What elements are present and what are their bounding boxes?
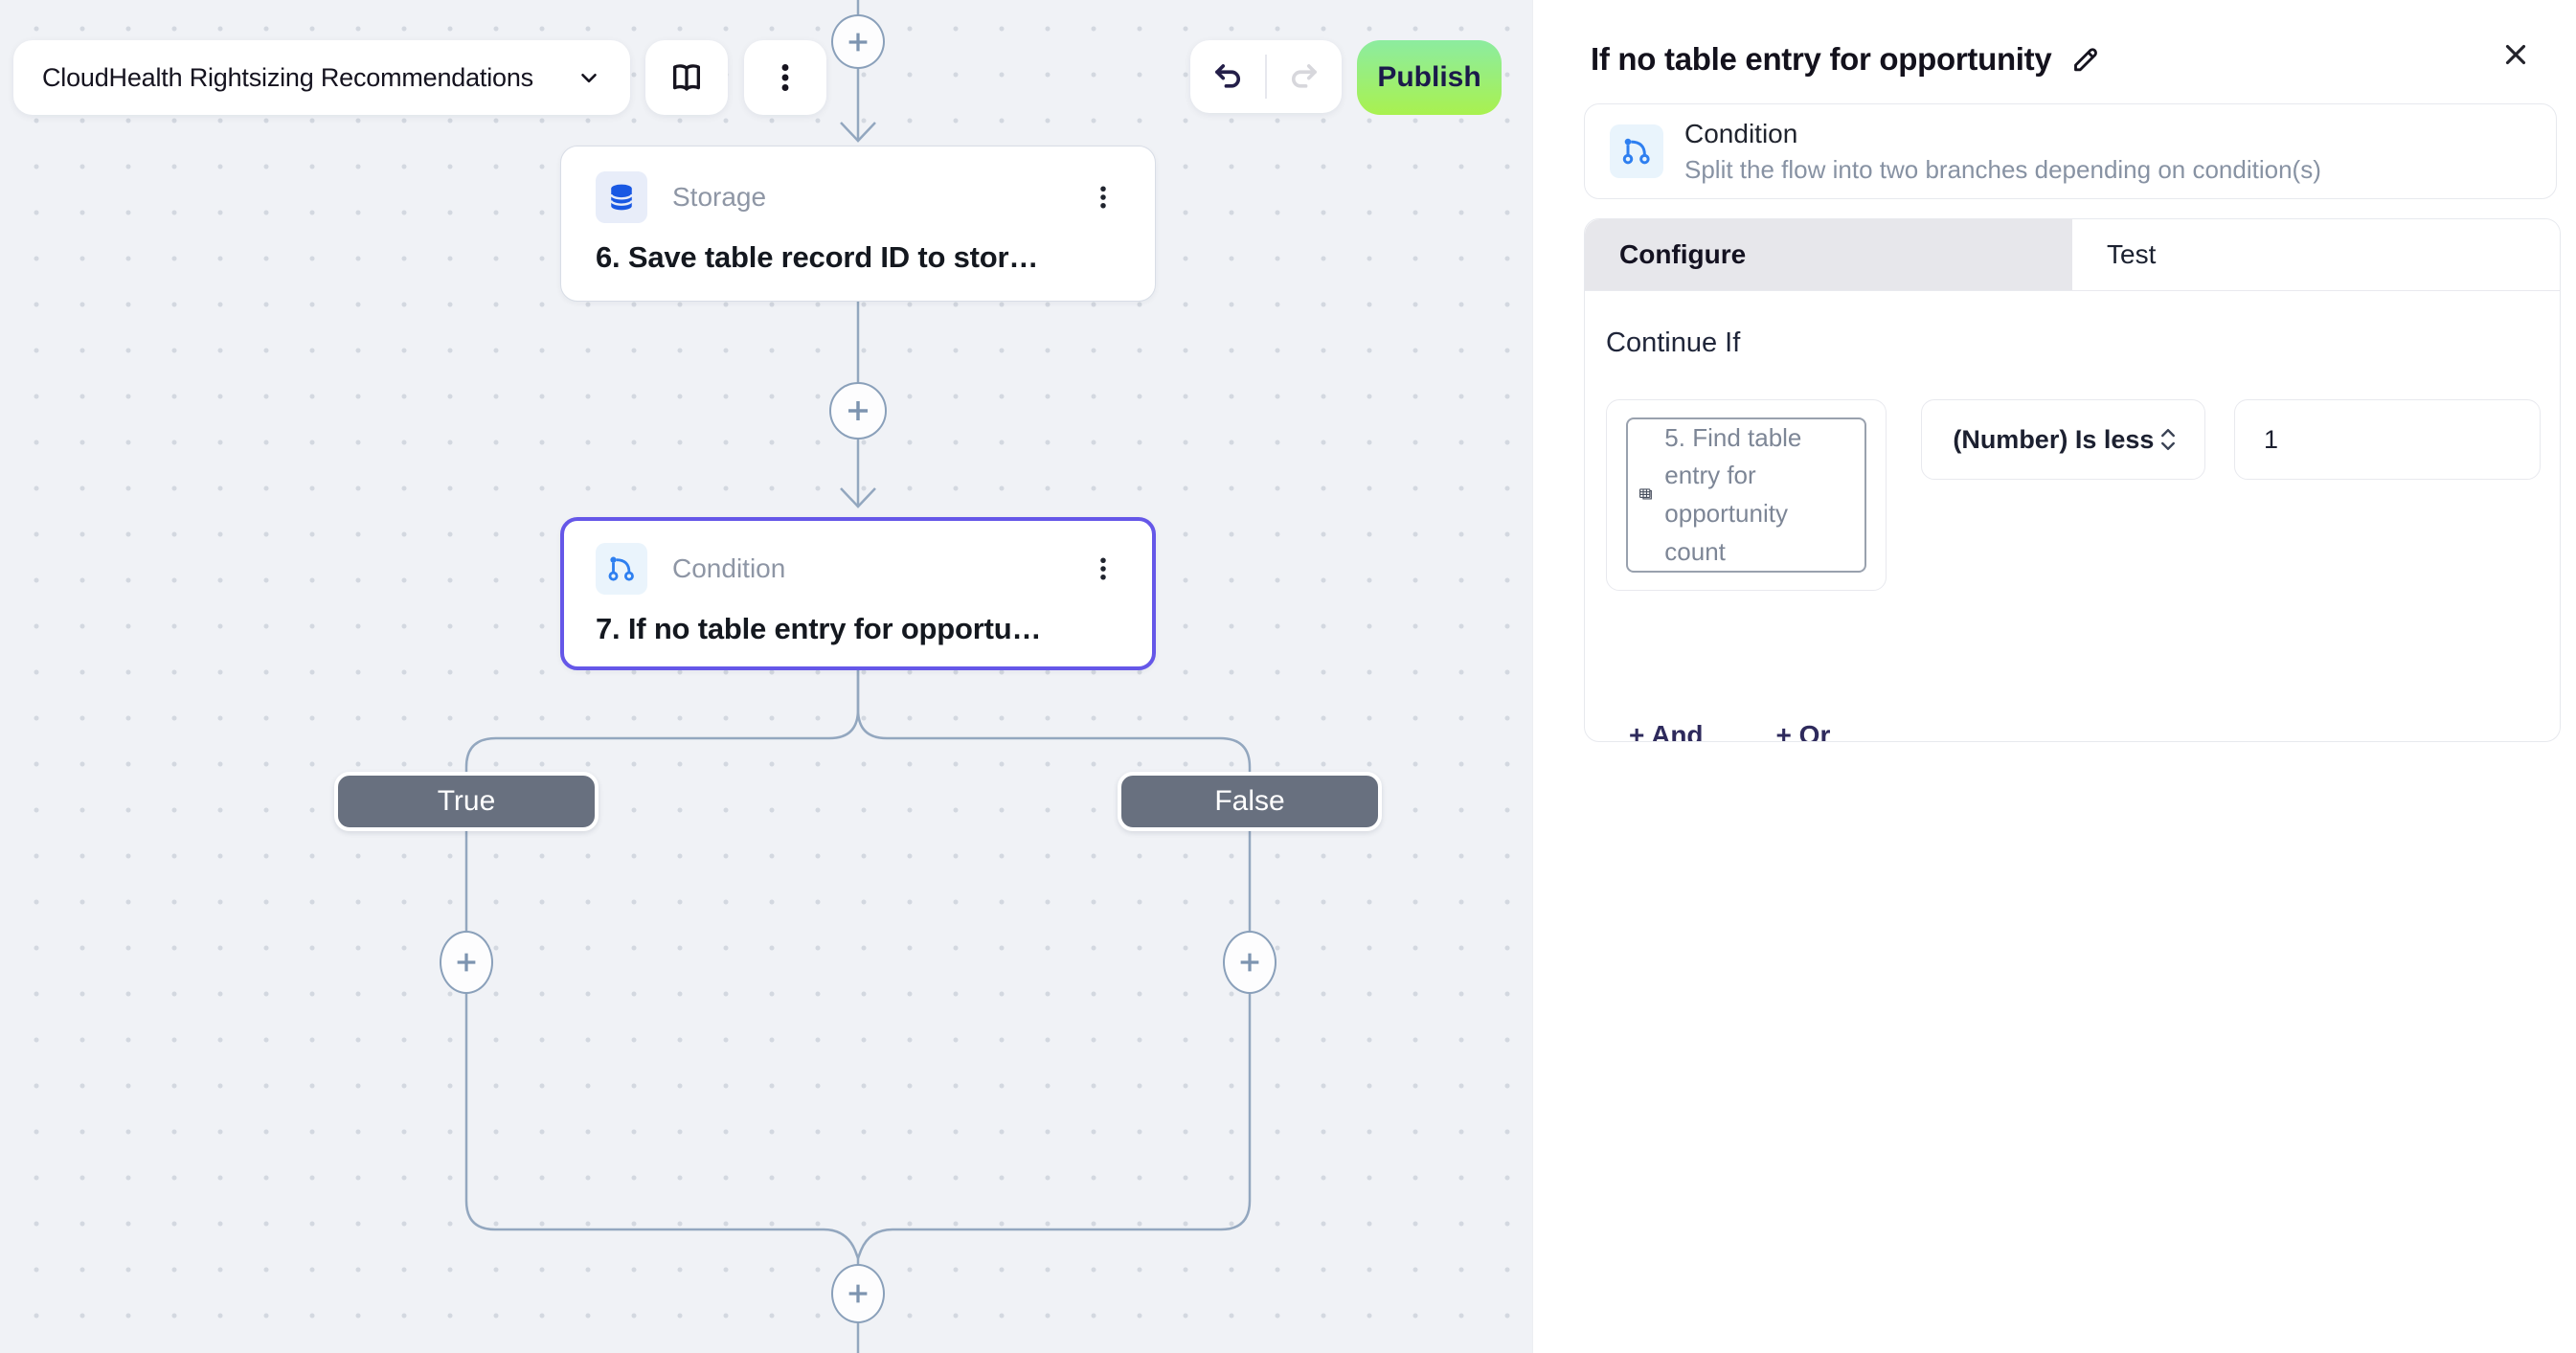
tab-bar: Configure Test <box>1585 219 2560 291</box>
flow-name-dropdown[interactable]: CloudHealth Rightsizing Recommendations <box>13 40 630 115</box>
config-card: Configure Test Continue If 5. Find table <box>1584 218 2561 742</box>
node-title: 6. Save table record ID to stor… <box>596 240 1039 274</box>
pencil-icon <box>2074 48 2098 72</box>
condition-left-operand-field[interactable]: 5. Find table entry for opportunity coun… <box>1606 399 1887 591</box>
panel-header: If no table entry for opportunity <box>1591 34 2538 84</box>
data-reference-chip[interactable]: 5. Find table entry for opportunity coun… <box>1626 417 1867 573</box>
flow-name: CloudHealth Rightsizing Recommendations <box>42 62 533 92</box>
plus-icon <box>848 1284 868 1303</box>
step-type-card: Condition Split the flow into two branch… <box>1584 103 2557 199</box>
rename-step-button[interactable] <box>2068 42 2103 77</box>
publish-button[interactable]: Publish <box>1357 40 1502 115</box>
close-panel-button[interactable] <box>2499 38 2532 71</box>
add-and-condition-button[interactable]: + And <box>1629 720 1704 741</box>
operator-value: (Number) Is less <box>1953 424 2155 454</box>
add-condition-row: + And + Or <box>1629 720 1831 741</box>
node-type-label: Condition <box>672 553 786 583</box>
redo-icon <box>1291 64 1317 88</box>
node-options-button[interactable] <box>1084 548 1122 590</box>
kebab-icon <box>781 64 789 91</box>
database-icon <box>596 171 647 223</box>
divider <box>1265 55 1267 99</box>
step-type-name: Condition <box>1684 118 1798 148</box>
updown-chevron-icon <box>2161 428 2175 451</box>
plus-icon <box>848 401 868 420</box>
redo-button[interactable] <box>1267 40 1342 113</box>
book-icon <box>673 64 700 91</box>
plus-icon <box>848 33 868 51</box>
step-type-description: Split the flow into two branches dependi… <box>1684 154 2321 184</box>
flow-node-storage[interactable]: Storage 6. Save table record ID to stor… <box>560 146 1156 302</box>
history-controls <box>1190 40 1342 113</box>
plus-icon <box>457 953 476 972</box>
add-step-button-bottom[interactable] <box>831 1264 885 1323</box>
branch-icon <box>1610 124 1663 178</box>
operator-select[interactable]: (Number) Is less <box>1921 399 2205 480</box>
step-title: If no table entry for opportunity <box>1591 41 2052 77</box>
tab-test[interactable]: Test <box>2072 219 2560 290</box>
kebab-icon <box>1100 557 1106 580</box>
tab-configure[interactable]: Configure <box>1585 219 2072 290</box>
node-options-button[interactable] <box>1084 176 1122 218</box>
configure-tab-body: Continue If 5. Find table entry for oppo… <box>1585 291 2560 741</box>
flow-node-condition-selected[interactable]: Condition 7. If no table entry for oppor… <box>560 517 1156 670</box>
comparison-value-input[interactable] <box>2234 399 2541 480</box>
add-step-button-false-branch[interactable] <box>1223 931 1277 994</box>
add-step-button-true-branch[interactable] <box>440 931 493 994</box>
library-button[interactable] <box>645 40 728 115</box>
table-icon <box>1639 488 1652 500</box>
step-config-panel: If no table entry for opportunity <box>1532 0 2576 1353</box>
continue-if-label: Continue If <box>1606 327 1741 358</box>
add-step-button-top[interactable] <box>831 14 885 69</box>
node-title: 7. If no table entry for opportu… <box>596 612 1042 645</box>
chevron-down-icon <box>581 73 597 83</box>
flow-more-options-button[interactable] <box>744 40 826 115</box>
branch-icon <box>596 543 647 595</box>
branch-label-false: False <box>1118 772 1382 831</box>
flow-connectors <box>464 0 1252 1353</box>
kebab-icon <box>1100 186 1106 209</box>
condition-row: 5. Find table entry for opportunity coun… <box>1606 399 2541 591</box>
plus-icon <box>1240 953 1259 972</box>
data-reference-label: 5. Find table entry for opportunity coun… <box>1664 422 1802 566</box>
undo-button[interactable] <box>1190 40 1265 113</box>
close-icon <box>2505 44 2526 65</box>
undo-icon <box>1215 64 1241 88</box>
add-step-button-middle[interactable] <box>829 382 887 440</box>
add-or-condition-button[interactable]: + Or <box>1776 720 1831 741</box>
branch-label-true: True <box>334 772 599 831</box>
flow-canvas[interactable]: CloudHealth Rightsizing Recommendations <box>0 0 1532 1353</box>
node-type-label: Storage <box>672 182 767 212</box>
